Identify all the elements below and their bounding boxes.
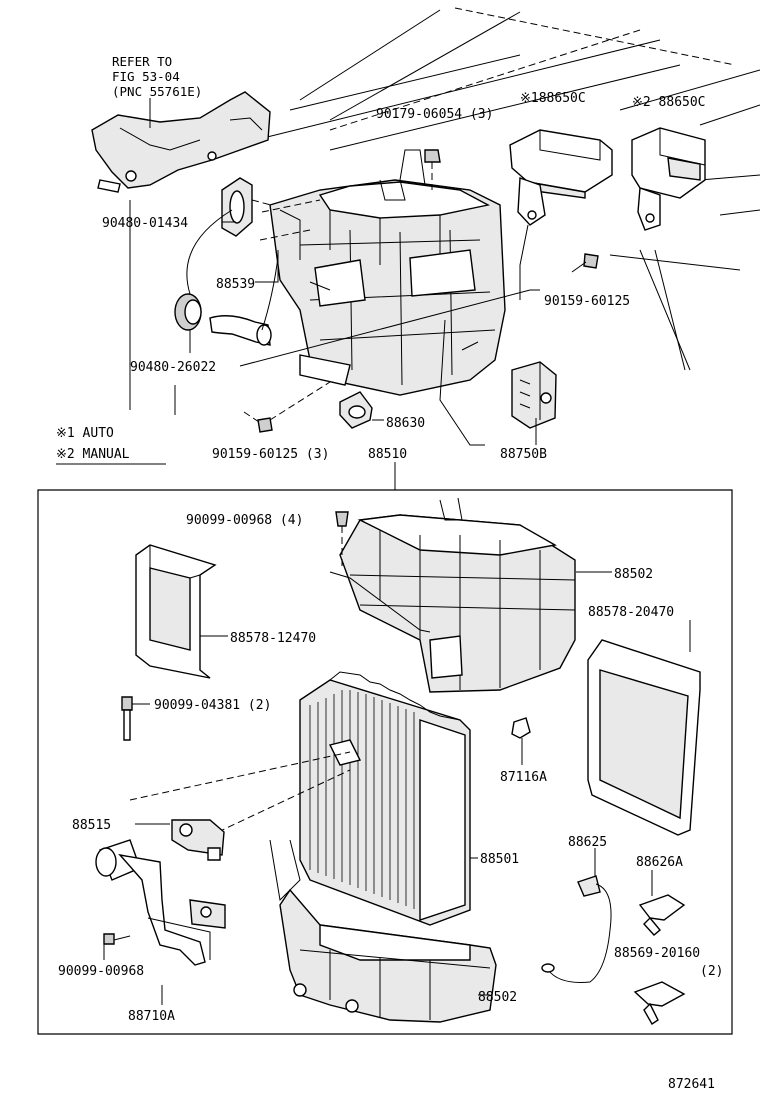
leader-lines-bottom (103, 571, 691, 1005)
seal-right (587, 639, 701, 836)
label-88510: 88510 (368, 447, 407, 462)
label-90480-26022: 90480-26022 (130, 360, 216, 375)
refer-line-1: REFER TO (112, 54, 172, 69)
bolt-90099-04381 (121, 696, 150, 741)
label-88502-bottom: 88502 (478, 990, 517, 1005)
expansion-valve (135, 819, 225, 861)
control-module-manual (631, 127, 706, 231)
screw-90099-00968 (103, 933, 131, 945)
label-188650c: ※188650C (520, 91, 586, 106)
legend-manual: ※2 MANUAL (56, 447, 130, 462)
legend: ※1 AUTO ※2 MANUAL (56, 426, 166, 465)
label-88630: 88630 (386, 416, 425, 431)
actuator (511, 361, 557, 429)
control-module-auto (509, 129, 613, 300)
refer-line-2: FIG 53-04 (112, 69, 180, 84)
label-88515: 88515 (72, 818, 111, 833)
label-88710a: 88710A (128, 1009, 175, 1024)
label-90099-00968-4: 90099-00968 (4) (186, 513, 303, 528)
drain-hose (186, 209, 281, 346)
top-labels: 90179-06054 (3) ※188650C ※2 88650C 90480… (102, 91, 706, 462)
thermistor (339, 391, 373, 429)
grommet (174, 293, 202, 331)
label-90099-04381: 90099-04381 (2) (154, 698, 271, 713)
screw-90159-bottom (243, 381, 331, 433)
evaporator (129, 671, 471, 926)
screw-90179 (424, 149, 441, 190)
refer-line-3: (PNC 55761E) (112, 84, 202, 99)
perspective-lines (254, 7, 760, 371)
assembly-frame (37, 462, 733, 1035)
label-87116a: 87116A (500, 770, 547, 785)
label-88502-top: 88502 (614, 567, 653, 582)
screw-90159-right (571, 253, 599, 273)
label-90099-00968: 90099-00968 (58, 964, 144, 979)
label-88578-12470: 88578-12470 (230, 631, 316, 646)
label-90159-a: 90159-60125 (544, 294, 630, 309)
clip-88626a (638, 894, 686, 936)
label-88539: 88539 (216, 277, 255, 292)
label-88626a: 88626A (636, 855, 683, 870)
label-88569-qty: (2) (700, 964, 723, 979)
clip-88569 (633, 981, 686, 1025)
screw-90099-00968-4 (335, 511, 349, 568)
clip-87116a (511, 717, 531, 765)
cooling-unit (259, 149, 506, 396)
label-88625: 88625 (568, 835, 607, 850)
leader-lines-top (129, 200, 540, 446)
label-88501: 88501 (480, 852, 519, 867)
label-90159-b: 90159-60125 (3) (212, 447, 329, 462)
seal-left (135, 544, 217, 679)
label-90179: 90179-06054 (3) (376, 107, 493, 122)
piping (95, 839, 226, 966)
label-90480-01434: 90480-01434 (102, 216, 188, 231)
bottom-labels: 90099-00968 (4) 88502 88578-12470 88578-… (58, 513, 723, 1024)
label-88569-20160: 88569-20160 (614, 946, 700, 961)
label-88578-20470: 88578-20470 (588, 605, 674, 620)
bracket-part (91, 91, 271, 193)
upper-case (329, 497, 576, 693)
figure-number: 872641 (668, 1077, 715, 1092)
label-88750b: 88750B (500, 447, 547, 462)
legend-auto: ※1 AUTO (56, 426, 114, 441)
label-88650c: ※2 88650C (632, 95, 706, 110)
lower-case (269, 839, 497, 1023)
refer-note: REFER TO FIG 53-04 (PNC 55761E) (112, 54, 202, 99)
sensor-wire (541, 848, 612, 983)
